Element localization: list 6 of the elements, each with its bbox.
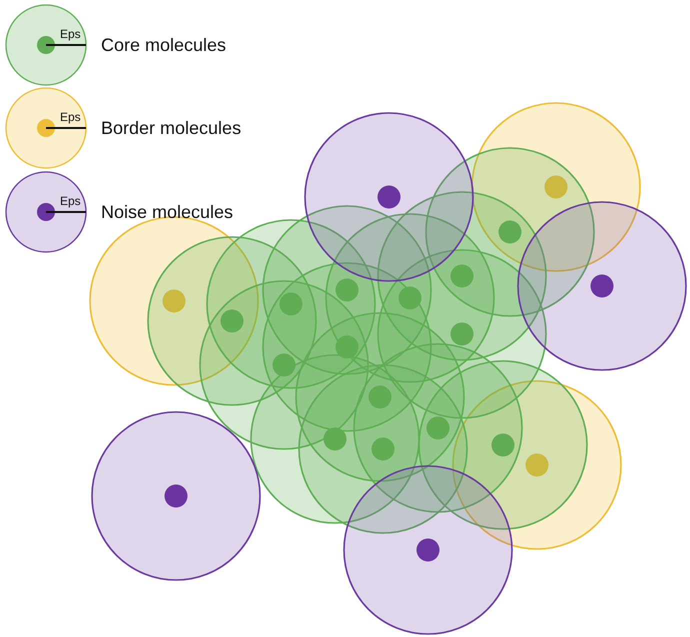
legend-label: Noise molecules	[101, 202, 234, 222]
legend-label: Border molecules	[101, 118, 242, 138]
legend-label: Core molecules	[101, 35, 226, 55]
eps-label: Eps	[60, 28, 81, 41]
eps-label: Eps	[60, 111, 81, 124]
eps-label: Eps	[60, 195, 81, 208]
